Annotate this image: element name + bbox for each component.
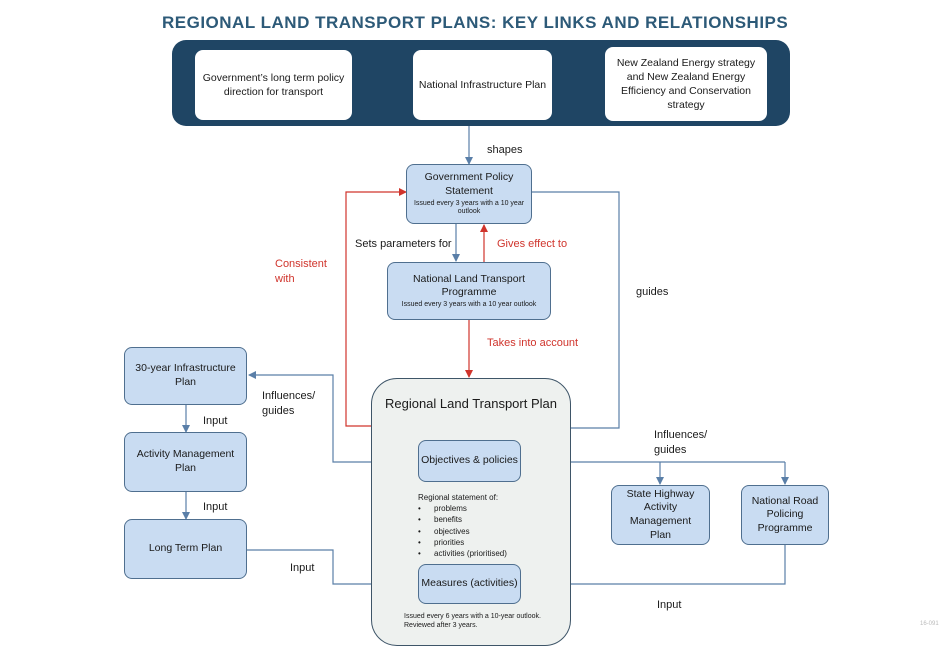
road-policing-box: National Road Policing Programme — [741, 485, 829, 545]
statement-item: problems — [418, 503, 507, 514]
statement-item: objectives — [418, 526, 507, 537]
gps-note: Issued every 3 years with a 10 year outl… — [413, 199, 525, 216]
objectives-box: Objectives & policies — [418, 440, 521, 482]
state-highway-box: State Highway Activity Management Plan — [611, 485, 710, 545]
policy-direction-box: Government’s long term policy direction … — [195, 50, 352, 120]
page-title: REGIONAL LAND TRANSPORT PLANS: KEY LINKS… — [162, 13, 789, 32]
activity-management-box: Activity Management Plan — [124, 432, 247, 492]
label-takes-into-account: Takes into account — [487, 337, 579, 349]
long-term-plan-box: Long Term Plan — [124, 519, 247, 579]
label-consistent-with: Consistent with — [275, 258, 327, 286]
label-guides: guides — [636, 286, 669, 298]
label-input: Input — [203, 501, 228, 513]
figure-code: 16-091 — [920, 621, 939, 627]
regional-statement-heading: Regional statement of: — [418, 493, 499, 502]
arrow-input-policing-measures — [522, 545, 786, 588]
statement-item: priorities — [418, 537, 507, 548]
infrastructure-plan-box: National Infrastructure Plan — [413, 50, 552, 120]
rltp-title: Regional Land Transport Plan — [384, 396, 557, 411]
label-gives-effect: Gives effect to — [497, 238, 568, 250]
nltp-title: National Land Transport Programme — [412, 272, 526, 299]
gps-title: Government Policy Statement — [424, 171, 514, 198]
label-sets-parameters: Sets parameters for — [355, 238, 452, 250]
nltp-box: National Land Transport Programme Issued… — [387, 262, 551, 320]
rltp-footnote: Issued every 6 years with a 10-year outl… — [404, 613, 541, 630]
regional-statement: Regional statement of: problems benefits… — [418, 492, 507, 559]
label-influences-left: Influences/ guides — [262, 390, 316, 418]
label-shapes: shapes — [487, 144, 523, 156]
label-influences-right: Influences/ guides — [654, 429, 708, 457]
statement-item: activities (prioritised) — [418, 548, 507, 559]
infrastructure-30yr-box: 30-year Infrastructure Plan — [124, 347, 247, 405]
nltp-note: Issued every 3 years with a 10 year outl… — [401, 300, 537, 308]
measures-box: Measures (activities) — [418, 564, 521, 604]
gps-box: Government Policy Statement Issued every… — [406, 164, 532, 224]
energy-strategy-box: New Zealand Energy strategy and New Zeal… — [605, 47, 767, 121]
label-input: Input — [657, 599, 682, 611]
label-input: Input — [203, 415, 228, 427]
label-input: Input — [290, 562, 315, 574]
statement-item: benefits — [418, 514, 507, 525]
